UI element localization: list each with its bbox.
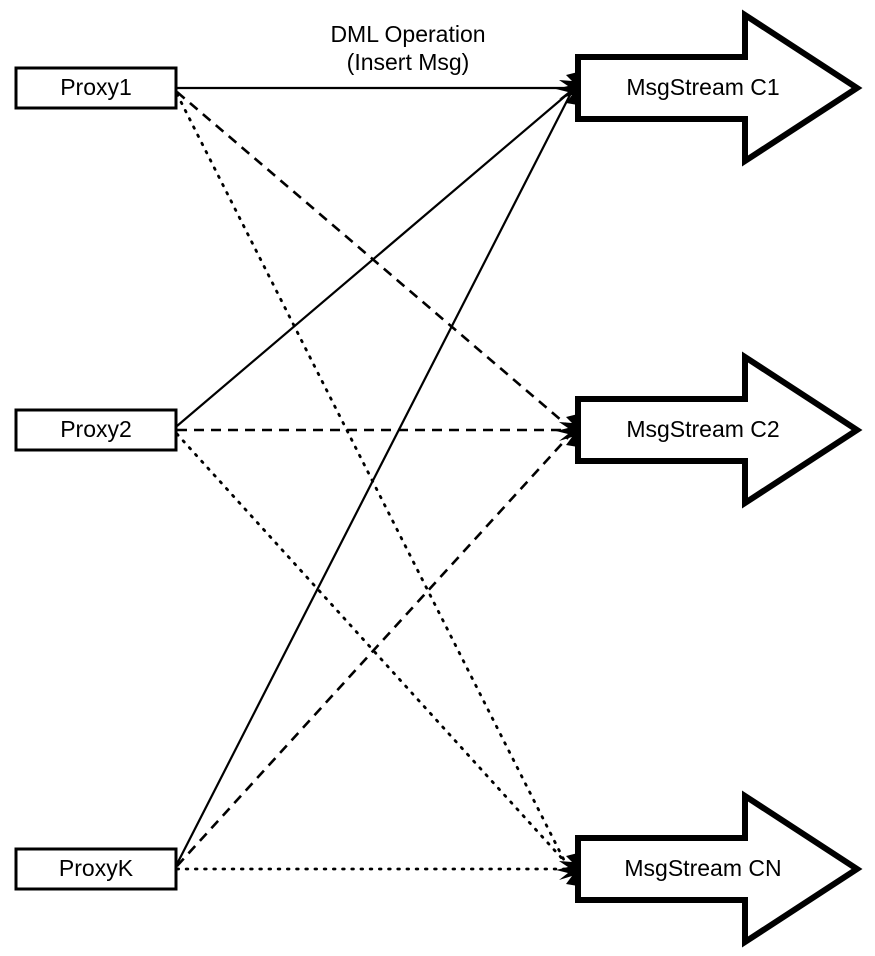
proxy-node-proxyk[interactable]: ProxyK	[14, 847, 178, 891]
links-layer	[175, 86, 574, 871]
stream-arrow-shape	[575, 9, 863, 167]
arrowhead-msgstream_c1	[556, 72, 578, 105]
proxy-box-rect	[14, 847, 178, 891]
edge-label-group: DML Operation (Insert Msg)	[330, 21, 485, 75]
stream-label: MsgStream C2	[626, 416, 779, 442]
streams-layer: MsgStream C1 MsgStream C2 MsgStream CN	[575, 9, 863, 948]
stream-node-msgstream_c1[interactable]: MsgStream C1	[575, 9, 863, 167]
proxy-node-proxy1[interactable]: Proxy1	[14, 66, 178, 110]
link-proxy1-to-msgstream_cn	[175, 92, 568, 866]
stream-node-msgstream_cn[interactable]: MsgStream CN	[575, 790, 863, 948]
proxy-label: Proxy2	[60, 416, 132, 442]
proxy-node-proxy2[interactable]: Proxy2	[14, 408, 178, 452]
stream-label: MsgStream CN	[624, 855, 781, 881]
link-proxyk-to-msgstream_c2	[176, 435, 570, 867]
proxy-box-rect	[14, 408, 178, 452]
edge-label-line-1: DML Operation	[330, 21, 485, 47]
edge-label-line-2: (Insert Msg)	[347, 49, 470, 75]
link-proxy2-to-msgstream_cn	[175, 432, 569, 866]
proxy-label: ProxyK	[59, 855, 134, 881]
stream-label: MsgStream C1	[626, 74, 779, 100]
stream-node-msgstream_c2[interactable]: MsgStream C2	[575, 351, 863, 509]
proxy-label: Proxy1	[60, 74, 132, 100]
arrowhead-msgstream_c2	[556, 414, 578, 447]
proxy-box-rect	[14, 66, 178, 110]
stream-arrow-shape	[575, 351, 863, 509]
arrowheads-layer	[556, 72, 578, 886]
stream-arrow-shape	[575, 790, 863, 948]
link-proxyk-to-msgstream_c1	[176, 92, 572, 865]
link-proxy2-to-msgstream_c1	[176, 91, 571, 427]
arrowhead-msgstream_cn	[556, 853, 578, 886]
